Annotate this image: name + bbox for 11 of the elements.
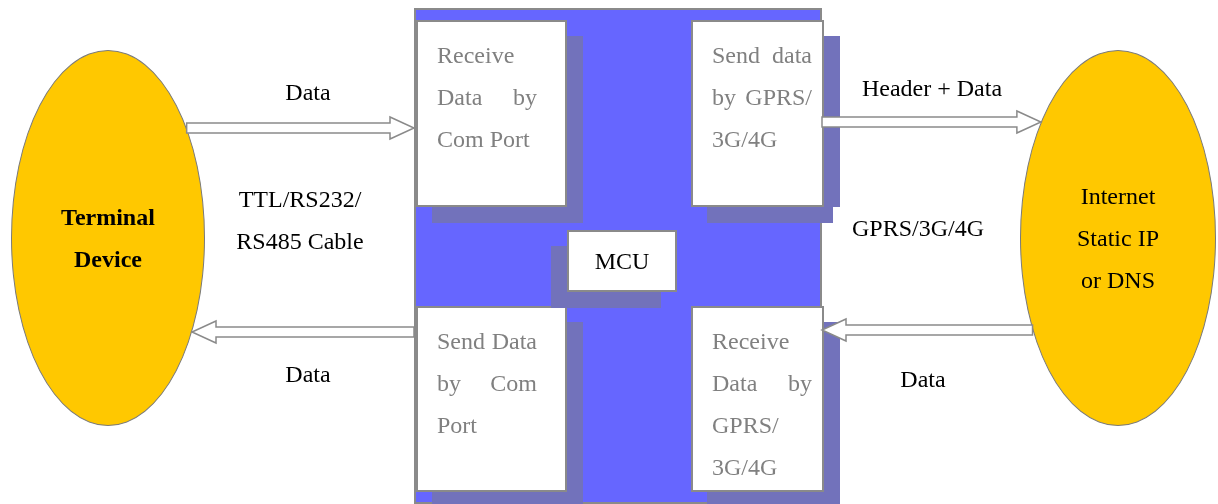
node-text: Receive Data by Com Port (437, 41, 537, 154)
node-title: Terminal Device (60, 203, 156, 274)
node-text: Send Data by Com Port (437, 327, 537, 440)
block-arrow (190, 319, 415, 345)
node-text: Receive Data by GPRS/ 3G/4G (712, 327, 812, 482)
block-arrow (821, 109, 1043, 135)
block-arrow (820, 317, 1034, 343)
node-text: Internet Static IP or DNS (1076, 182, 1160, 295)
block-arrow (185, 115, 416, 141)
node-text: Send data by GPRS/ 3G/4G (712, 41, 812, 154)
node-text: MCU (594, 247, 650, 276)
